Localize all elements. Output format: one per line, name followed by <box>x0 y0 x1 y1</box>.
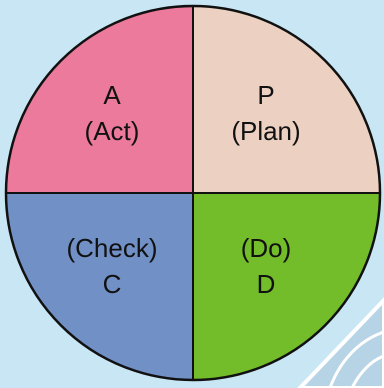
act-letter: A <box>103 80 121 110</box>
corner-decoration <box>297 297 384 388</box>
do-letter: D <box>257 269 276 299</box>
check-letter: C <box>103 269 122 299</box>
do-word: (Do) <box>241 233 292 263</box>
check-word: (Check) <box>66 233 157 263</box>
plan-word: (Plan) <box>231 116 300 146</box>
plan-letter: P <box>257 80 274 110</box>
act-word: (Act) <box>85 116 140 146</box>
